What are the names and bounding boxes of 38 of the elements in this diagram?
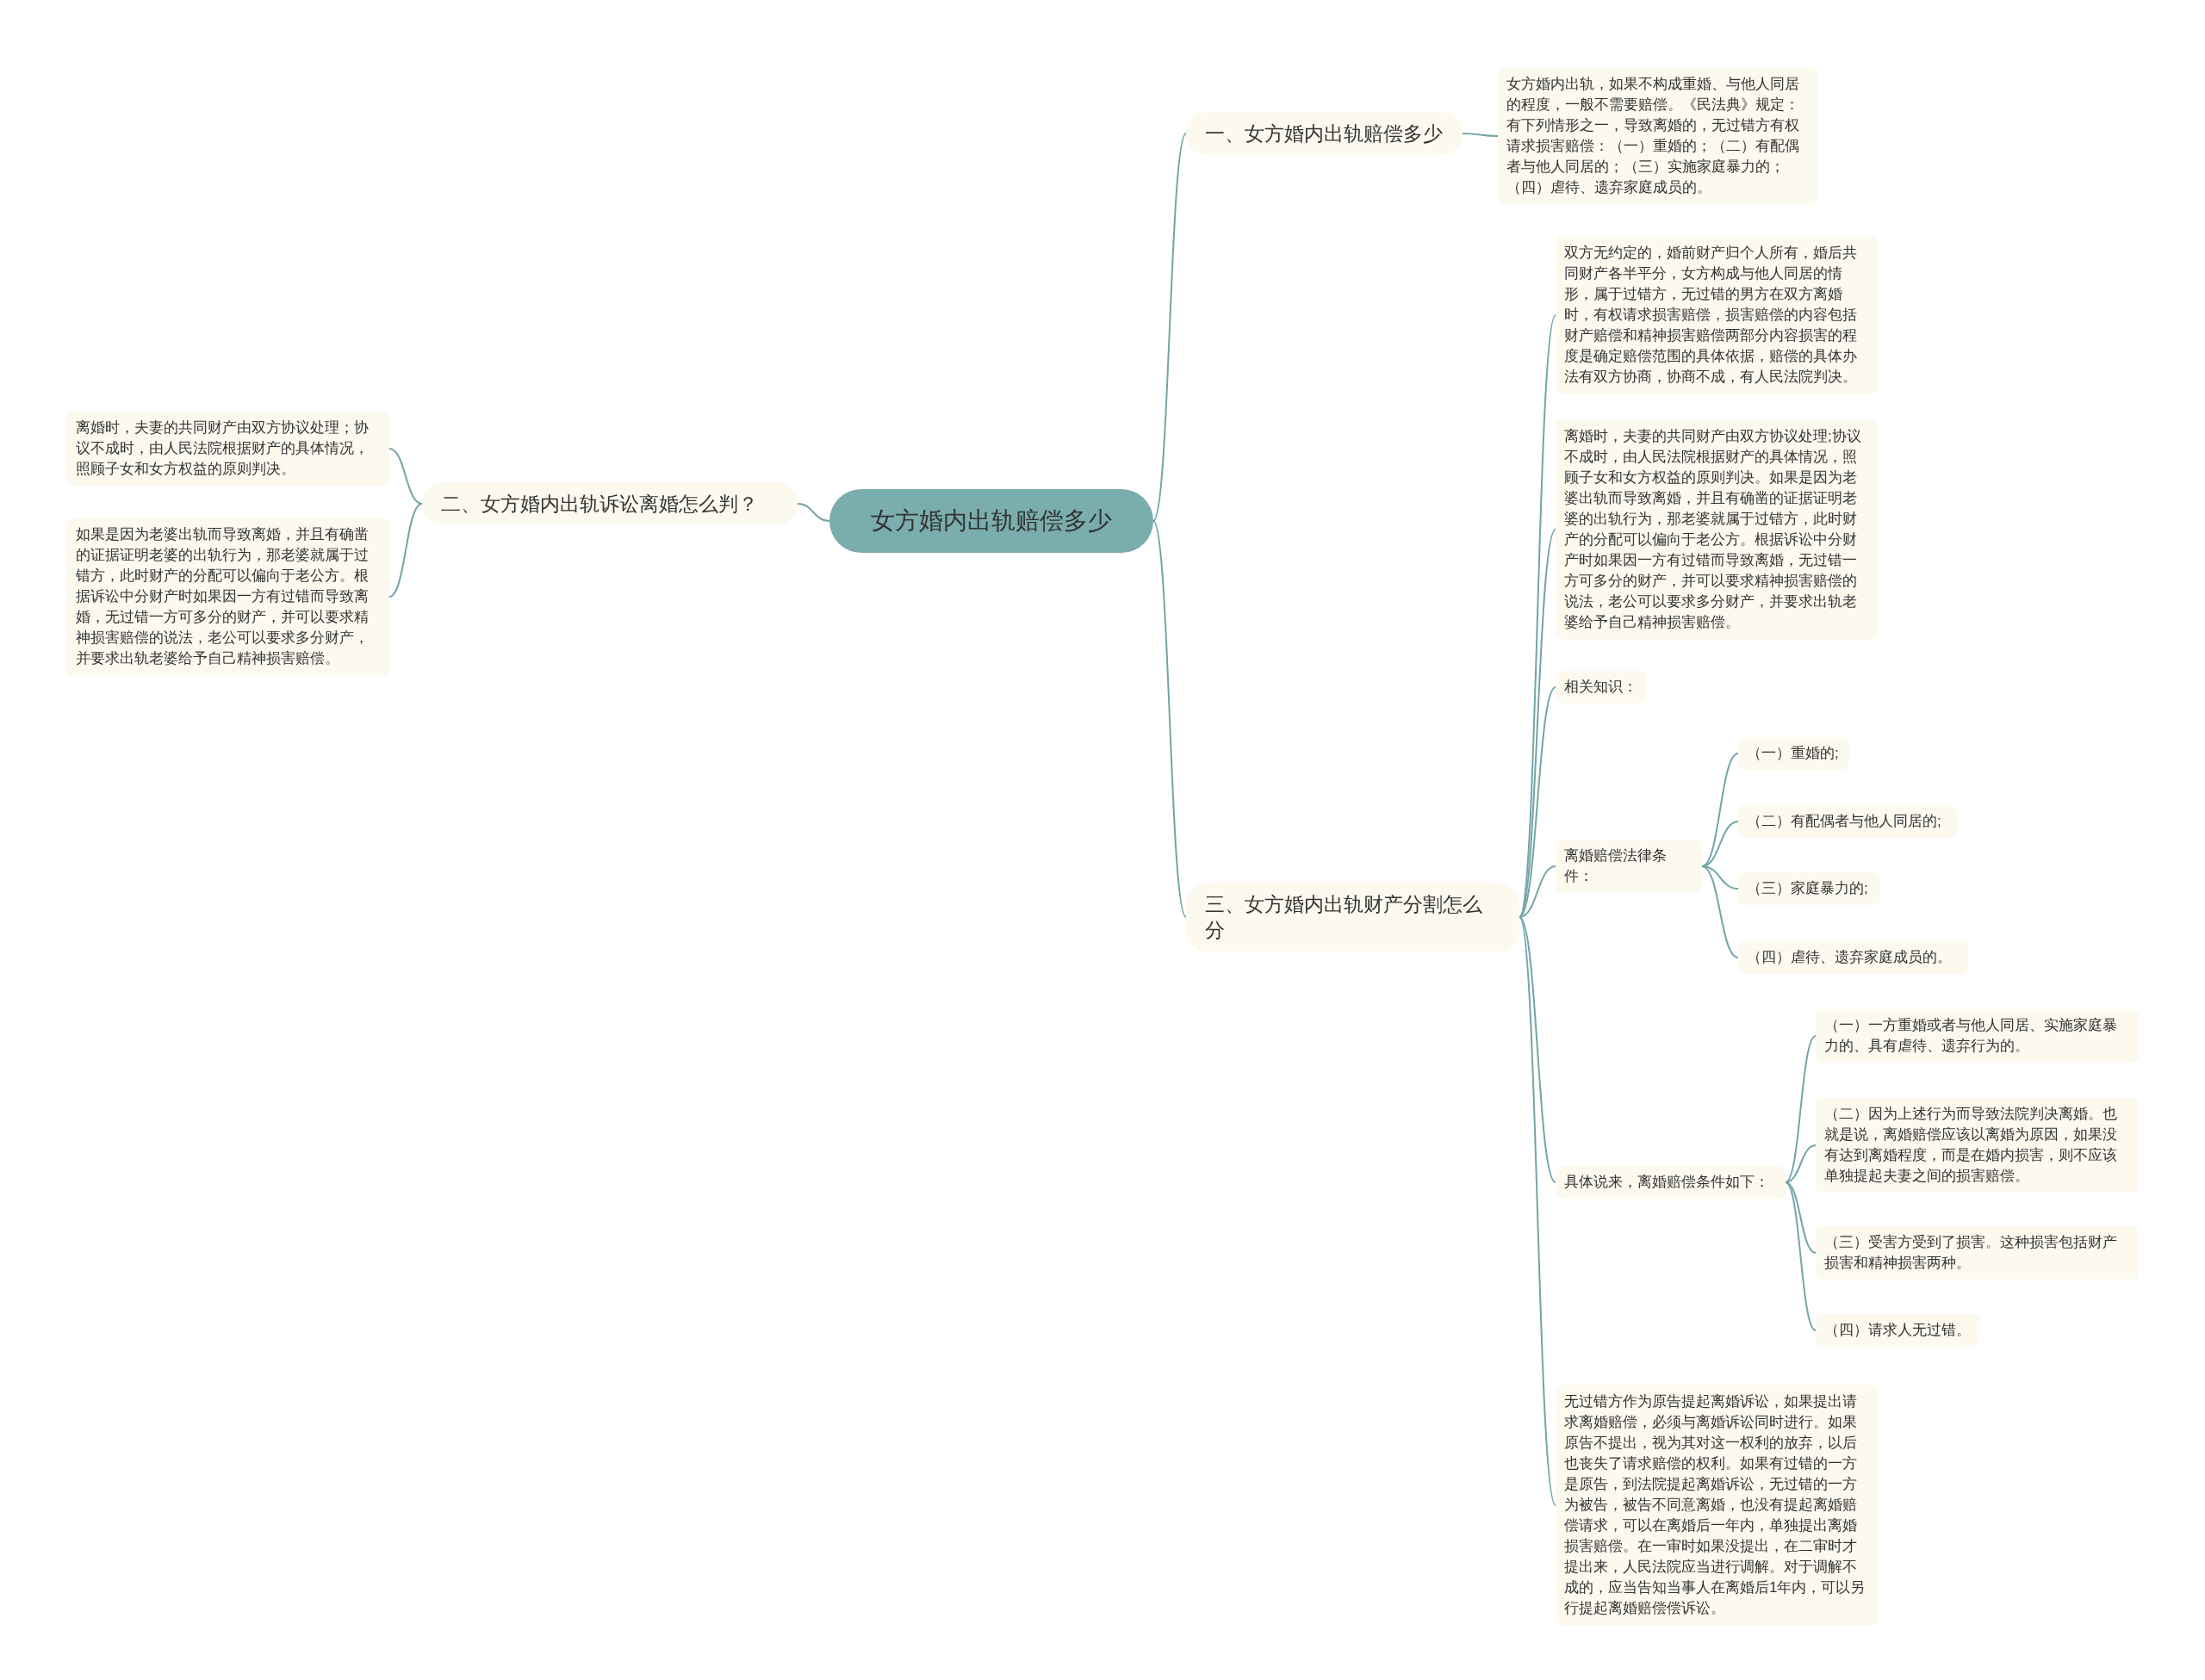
note-box: 无过错方作为原告提起离婚诉讼，如果提出请求离婚赔偿，必须与离婚诉讼同时进行。如果原告不提出，视为其对这一权利的放弃，以后也丧失了请求赔偿的权利。如果有过错的一方是原告，到法院提起离婚诉讼，无过错的一方为被告，被告不同意离婚，也没有提起离婚赔偿请求，可以在离婚后一年内，单独提出离婚损害赔偿。在一审时如果没提出，在二审时才提出来，人民法院应当进行调解。对于调解不成的，应当告知当事人在离婚后1年内，可以另行提起离婚赔偿偿诉讼。: [1556, 1385, 1878, 1626]
connector-line: [388, 503, 423, 598]
item-box: （二）因为上述行为而导致法院判决离婚。也就是说，离婚赔偿应该以离婚为原因，如果没有达到离婚程度，而是在婚内损害，则不应该单独提起夫妻之间的损害赔偿。: [1816, 1098, 2139, 1193]
item-box: （二）有配偶者与他人同居的;: [1738, 805, 1957, 838]
connector-line: [797, 503, 830, 522]
branch-topic: 二、女方婚内出轨诉讼离婚怎么判？: [422, 482, 798, 525]
connector-line: [1519, 686, 1556, 918]
connector-line: [1701, 753, 1739, 867]
branch-topic: 一、女方婚内出轨赔偿多少: [1186, 112, 1463, 155]
connector-line: [1519, 916, 1556, 1506]
item-box: （三）受害方受到了损害。这种损害包括财产损害和精神损害两种。: [1816, 1226, 2139, 1280]
branch-topic: 三、女方婚内出轨财产分割怎么分: [1186, 883, 1519, 952]
item-box: 相关知识：: [1556, 671, 1646, 704]
connector-line: [1519, 865, 1556, 918]
note-box: 如果是因为老婆出轨而导致离婚，并且有确凿的证据证明老婆的出轨行为，那老婆就属于过错方，此时财产的分配可以偏向于老公方。根据诉讼中分财产时如果因一方有过错而导致离婚，无过错一方可多分的财产，并可以要求精神损害赔偿的说法，老公可以要求多分财产，并要求出轨老婆给予自己精神损害赔偿。: [67, 518, 389, 676]
connector-line: [1701, 865, 1739, 890]
item-box: （一）一方重婚或者与他人同居、实施家庭暴力的、具有虐待、遗弃行为的。: [1816, 1009, 2139, 1063]
connector-line: [1785, 1144, 1817, 1183]
item-box: 离婚赔偿法律条件：: [1556, 840, 1702, 893]
item-box: （四）请求人无过错。: [1816, 1314, 1979, 1347]
connector-line: [1785, 1035, 1817, 1183]
note-box: 离婚时，夫妻的共同财产由双方协议处理;协议不成时，由人民法院根据财产的具体情况，照顾子女和女方权益的原则判决。如果是因为老婆出轨而导致离婚，并且有确凿的证据证明老婆的出轨行为，那老婆就属于过错方，此时财产的分配可以偏向于老公方。根据诉讼中分财产时如果因一方有过错而导致离婚，无过错一方可多分的财产，并可以要求精神损害赔偿的说法，老公可以要求多分财产，并要求出轨老婆给予自己精神损害赔偿。: [1556, 419, 1878, 640]
note-box: 双方无约定的，婚前财产归个人所有，婚后共同财产各半平分，女方构成与他人同居的情形，属于过错方，无过错的男方在双方离婚时，有权请求损害赔偿，损害赔偿的内容包括财产赔偿和精神损害赔偿两部分内容损害的程度是确定赔偿范围的具体依据，赔偿的具体办法有双方协商，协商不成，有人民法院判决。: [1556, 236, 1878, 394]
connector-line: [1152, 133, 1187, 522]
connector-line: [388, 448, 423, 505]
item-box: （三）家庭暴力的;: [1738, 872, 1880, 905]
connector-line: [1785, 1181, 1817, 1331]
item-box: （四）虐待、遗弃家庭成员的。: [1738, 941, 1968, 974]
note-box: 女方婚内出轨，如果不构成重婚、与他人同居的程度，一般不需要赔偿。《民法典》规定：有下列情形之一，导致离婚的，无过错方有权请求损害赔偿：（一）重婚的；（二）有配偶者与他人同居的；（三）实施家庭暴力的；（四）虐待、遗弃家庭成员的。: [1498, 67, 1817, 205]
connector-line: [1701, 865, 1739, 958]
item-box: 具体说来，离婚赔偿条件如下：: [1556, 1166, 1786, 1199]
central-topic: 女方婚内出轨赔偿多少: [829, 489, 1153, 553]
connector-line: [1519, 916, 1556, 1183]
connector-line: [1519, 314, 1556, 918]
item-box: （一）重婚的;: [1738, 737, 1849, 770]
connector-line: [1462, 133, 1499, 137]
note-box: 离婚时，夫妻的共同财产由双方协议处理；协议不成时，由人民法院根据财产的具体情况，照顾子女和女方权益的原则判决。: [67, 411, 389, 487]
connector-line: [1152, 520, 1187, 918]
